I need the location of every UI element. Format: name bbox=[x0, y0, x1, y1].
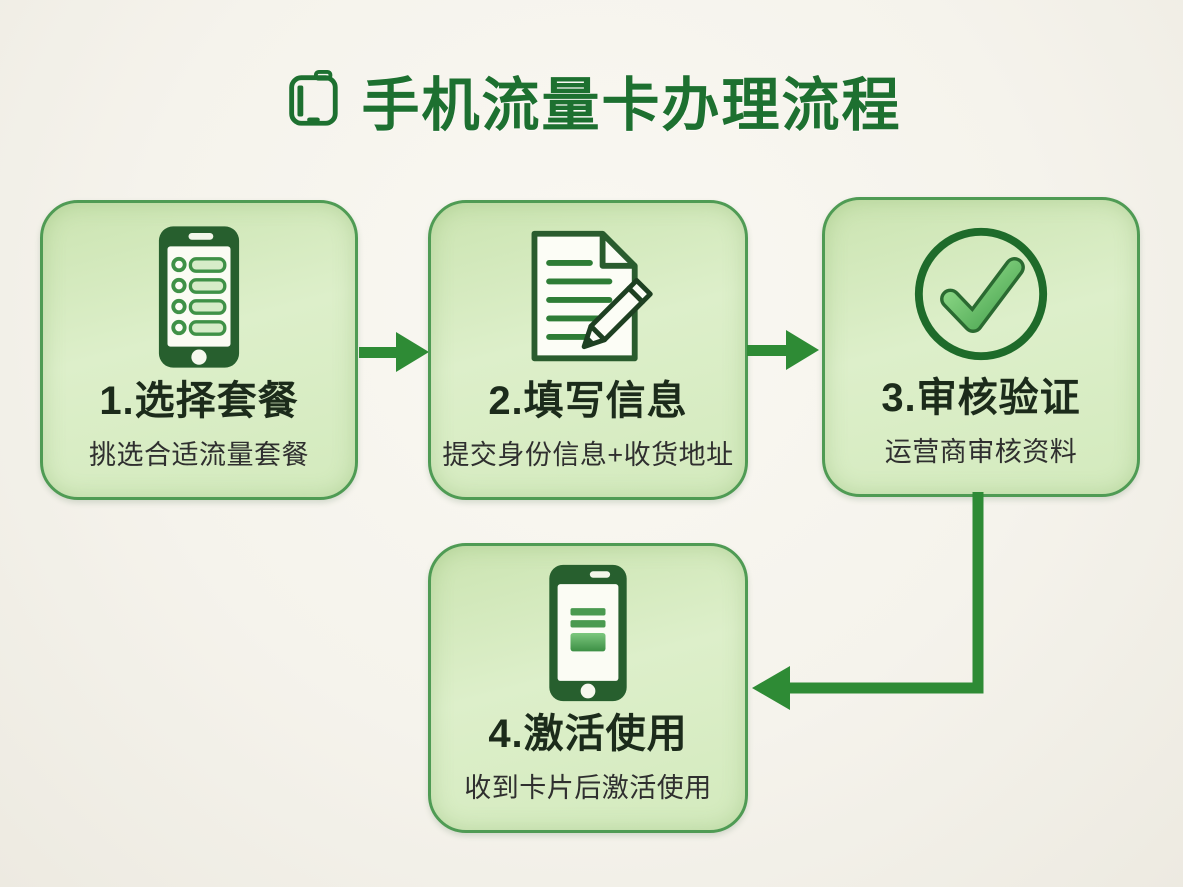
arrow-step3-to-step4 bbox=[744, 488, 994, 716]
phone-activate-icon bbox=[547, 562, 629, 704]
device-icon bbox=[281, 69, 343, 131]
step-card-verify: 3.审核验证 运营商审核资料 bbox=[822, 197, 1140, 497]
arrow-step2-to-step3 bbox=[747, 327, 821, 373]
arrow-step1-to-step2 bbox=[359, 329, 431, 375]
step-card-select-plan: 1.选择套餐 挑选合适流量套餐 bbox=[40, 200, 358, 500]
step-title: 2.填写信息 bbox=[488, 379, 688, 423]
phone-list-icon bbox=[157, 223, 241, 371]
step-title: 1.选择套餐 bbox=[99, 379, 299, 423]
step-title: 4.激活使用 bbox=[488, 712, 688, 756]
page-title: 手机流量卡办理流程 bbox=[361, 73, 902, 138]
step-subtitle: 运营商审核资料 bbox=[884, 437, 1078, 467]
step-subtitle: 提交身份信息+收货地址 bbox=[442, 440, 734, 470]
step-title: 3.审核验证 bbox=[881, 376, 1081, 420]
step-subtitle: 挑选合适流量套餐 bbox=[89, 440, 309, 470]
check-circle-icon bbox=[907, 220, 1055, 368]
step-card-fill-info: 2.填写信息 提交身份信息+收货地址 bbox=[428, 200, 748, 500]
step-subtitle: 收到卡片后激活使用 bbox=[464, 773, 712, 803]
document-pencil-icon bbox=[510, 223, 666, 371]
step-card-activate: 4.激活使用 收到卡片后激活使用 bbox=[428, 543, 748, 833]
header: 手机流量卡办理流程 bbox=[0, 58, 1183, 142]
